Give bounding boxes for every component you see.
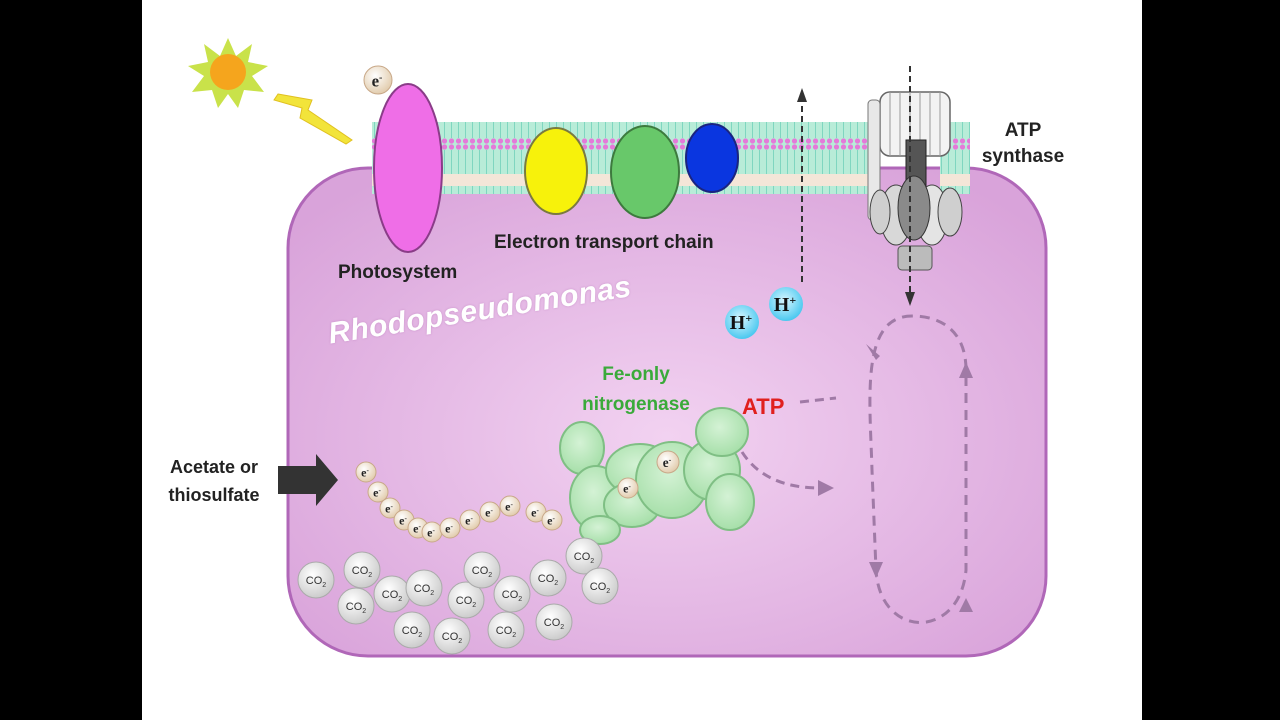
atp-synthase-label-line2: synthase <box>981 146 1065 167</box>
donor-label: Acetate or thiosulfate <box>150 453 278 509</box>
co2-molecule <box>529 559 567 597</box>
donor-label-line1: Acetate or <box>169 457 259 477</box>
co2-molecule <box>493 575 531 613</box>
electron-particle <box>479 501 501 523</box>
electron-particle <box>367 481 389 503</box>
nitrogenase-label-line1: Fe-only <box>602 364 670 385</box>
electron-chain: e-e-e-e-e-e-e-e-e-e-e-e-e-e-e- <box>355 65 680 543</box>
proton-label: H+ <box>774 293 797 316</box>
nitrogenase-to-loop-arrow <box>740 451 821 490</box>
co2-molecule <box>535 603 573 641</box>
atp-cycle-loop <box>868 314 968 624</box>
co2-molecule <box>447 581 485 619</box>
co2-molecule <box>565 537 603 575</box>
co2-label: CO2 <box>352 565 373 579</box>
co2-label: CO2 <box>544 617 565 631</box>
electron-label: e- <box>399 514 407 528</box>
co2-label: CO2 <box>502 589 523 603</box>
electron-label: e- <box>373 486 381 500</box>
co2-molecule <box>405 569 443 607</box>
electron-particle <box>617 477 639 499</box>
lightning-icon <box>273 93 353 145</box>
atp-label: ATP <box>742 394 785 419</box>
co2-molecule <box>393 611 431 649</box>
electron-label: e- <box>623 482 631 496</box>
co2-label: CO2 <box>402 625 423 639</box>
donor-label-line2: thiosulfate <box>168 485 260 505</box>
electron-particle <box>363 65 393 95</box>
atp-to-loop-arrow <box>799 396 837 404</box>
electron-label: e- <box>531 506 539 520</box>
proton-label: H+ <box>730 311 753 334</box>
electron-label: e- <box>547 514 555 528</box>
nitrogenase-label: Fe-only nitrogenase <box>566 360 706 420</box>
electron-particle <box>541 509 563 531</box>
etc-yellow-complex <box>524 127 588 215</box>
atp-synthase-label-line1: ATP <box>1004 120 1042 141</box>
co2-molecule <box>433 617 471 655</box>
co2-molecule <box>487 611 525 649</box>
electron-particle <box>439 517 461 539</box>
electron-label: e- <box>413 522 421 536</box>
electron-label: e- <box>372 71 383 90</box>
electron-label: e- <box>663 455 672 470</box>
co2-label: CO2 <box>456 595 477 609</box>
etc-green-complex <box>610 125 680 219</box>
co2-label: CO2 <box>306 575 327 589</box>
proton-particle <box>769 287 803 321</box>
photosystem-complex <box>373 83 443 253</box>
co2-molecule <box>337 587 375 625</box>
electron-particle <box>656 450 680 474</box>
co2-label: CO2 <box>346 601 367 615</box>
co2-molecule <box>581 567 619 605</box>
nitrogenase-label-line2: nitrogenase <box>582 394 690 415</box>
co2-label: CO2 <box>496 625 517 639</box>
co2-label: CO2 <box>574 551 595 565</box>
electron-particle <box>459 509 481 531</box>
etc-blue-complex <box>685 123 739 193</box>
co2-molecule <box>343 551 381 589</box>
co2-label: CO2 <box>414 583 435 597</box>
electron-label: e- <box>505 500 513 514</box>
electron-label: e- <box>427 526 435 540</box>
photosystem-label: Photosystem <box>338 262 458 283</box>
co2-label: CO2 <box>442 631 463 645</box>
co2-label: CO2 <box>590 581 611 595</box>
electron-label: e- <box>385 502 393 516</box>
nitrogenase-complex <box>559 407 755 545</box>
electron-particle <box>499 495 521 517</box>
co2-molecule <box>463 551 501 589</box>
right-letterbox <box>1142 0 1280 720</box>
electron-particle <box>355 461 377 483</box>
electron-transport-chain-label: Electron transport chain <box>494 232 714 253</box>
left-letterbox <box>0 0 142 720</box>
proton-particle <box>725 305 759 339</box>
co2-molecule <box>297 561 335 599</box>
electron-particle <box>379 497 401 519</box>
atp-synthase-label: ATP synthase <box>968 118 1078 170</box>
co2-label: CO2 <box>538 573 559 587</box>
co2-label: CO2 <box>472 565 493 579</box>
proton-group: H+ H+ <box>725 287 803 339</box>
electron-label: e- <box>485 506 493 520</box>
donor-input-arrow <box>278 454 338 506</box>
electron-label: e- <box>465 514 473 528</box>
electron-label: e- <box>361 466 369 480</box>
co2-label: CO2 <box>382 589 403 603</box>
electron-label: e- <box>445 522 453 536</box>
sun-icon <box>188 38 268 108</box>
